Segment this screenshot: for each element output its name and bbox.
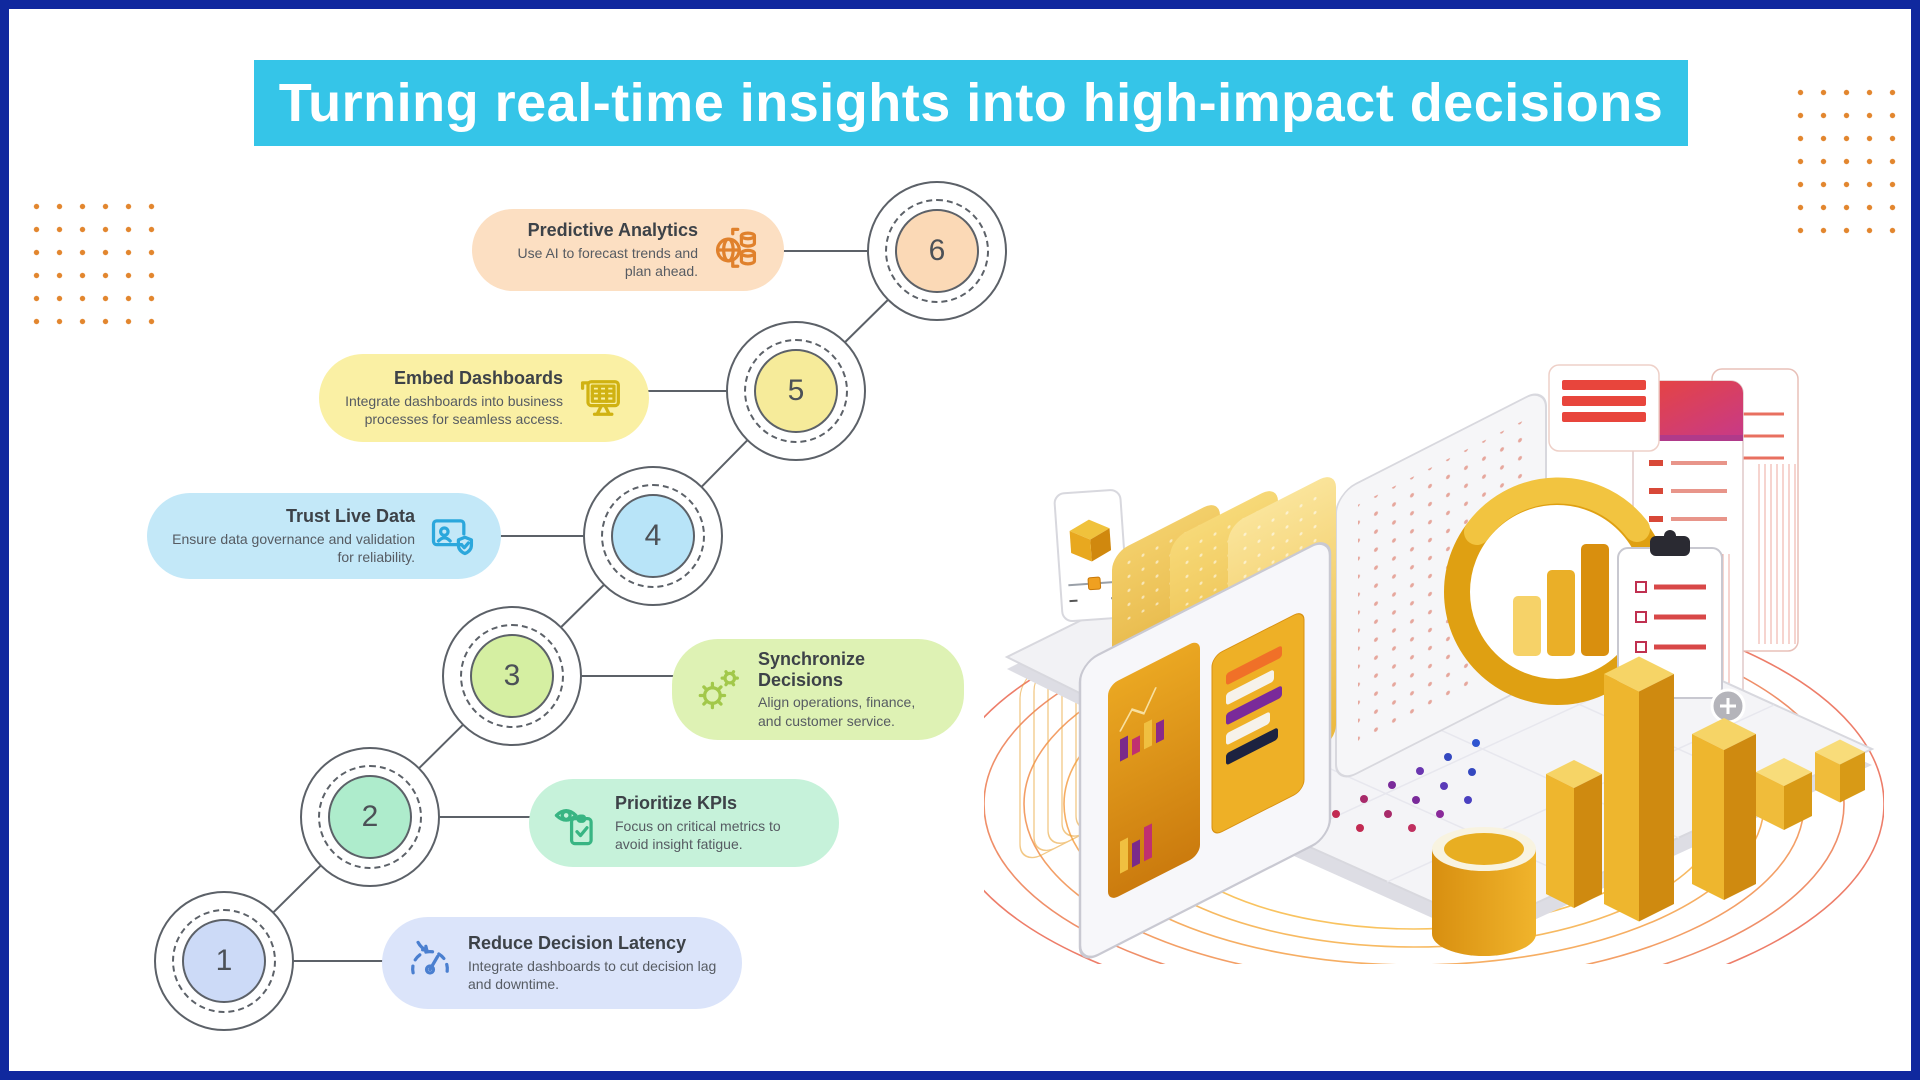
step-3-pill: Synchronize Decisions Align operations, … — [672, 639, 964, 740]
eye-clipboard-icon — [551, 797, 603, 849]
step-4-circle: 4 — [583, 466, 723, 606]
step-5-number: 5 — [787, 374, 805, 407]
step-connectors — [272, 250, 889, 962]
step-1-pill: Reduce Decision Latency Integrate dashbo… — [382, 917, 742, 1009]
step-1-number: 1 — [215, 944, 233, 977]
step-1-description: Integrate dashboards to cut decision lag… — [468, 957, 717, 992]
step-2-badge: 2 — [328, 775, 412, 859]
step-2-circle: 2 — [300, 747, 440, 887]
speedometer-icon — [404, 937, 456, 989]
step-2-title: Prioritize KPIs — [615, 792, 738, 813]
step-5-pill: Embed Dashboards Integrate dashboards in… — [319, 354, 649, 442]
step-6-description: Use AI to forecast trends and plan ahead… — [517, 244, 698, 279]
step-4-badge: 4 — [611, 494, 695, 578]
step-5-badge: 5 — [754, 349, 838, 433]
title-banner: Turning real-time insights into high-imp… — [254, 60, 1688, 146]
step-6-title: Predictive Analytics — [527, 219, 698, 240]
step-3-circle: 3 — [442, 606, 582, 746]
step-3-number: 3 — [503, 659, 521, 692]
step-5-circle: 5 — [726, 321, 866, 461]
step-1-circle: 1 — [154, 891, 294, 1031]
dot-grid-left — [25, 195, 161, 331]
dot-grid-top-right — [1789, 81, 1911, 237]
step-4-description: Ensure data governance and validation fo… — [172, 530, 415, 565]
step-6-pill: Predictive Analytics Use AI to forecast … — [472, 209, 784, 291]
step-5-title: Embed Dashboards — [393, 367, 563, 388]
step-3-badge: 3 — [470, 634, 554, 718]
dashed-ring: 1 — [172, 909, 276, 1013]
step-4-pill: Trust Live Data Ensure data governance a… — [147, 493, 501, 579]
step-4-number: 4 — [644, 519, 662, 552]
dashed-ring: 4 — [601, 484, 705, 588]
step-1-title: Reduce Decision Latency — [468, 932, 687, 953]
step-3-title: Synchronize Decisions — [758, 649, 866, 690]
monitor-table-icon — [575, 372, 627, 424]
globe-database-icon — [710, 224, 762, 276]
gold-cylinder — [1432, 827, 1536, 956]
power-bi-isometric-illustration — [984, 364, 1884, 964]
dashed-ring: 2 — [318, 765, 422, 869]
step-4-title: Trust Live Data — [285, 505, 415, 526]
step-3-description: Align operations, finance, and customer … — [758, 694, 916, 729]
chart-cards-panel — [1078, 542, 1332, 959]
gears-icon — [694, 663, 746, 715]
step-2-description: Focus on critical metrics to avoid insig… — [615, 817, 781, 852]
step-6-circle: 6 — [867, 181, 1007, 321]
step-6-badge: 6 — [895, 209, 979, 293]
scatter-dots — [1332, 739, 1480, 832]
step-2-pill: Prioritize KPIs Focus on critical metric… — [529, 779, 839, 867]
dashed-ring: 6 — [885, 199, 989, 303]
gold-bar-chart — [1546, 656, 1865, 922]
dashed-ring: 5 — [744, 339, 848, 443]
power-bi-logo — [1513, 544, 1609, 656]
id-shield-icon — [427, 510, 479, 562]
page-title: Turning real-time insights into high-imp… — [278, 73, 1664, 133]
step-5-description: Integrate dashboards into business proce… — [345, 392, 563, 427]
dashed-ring: 3 — [460, 624, 564, 728]
step-2-number: 2 — [361, 800, 379, 833]
step-6-number: 6 — [928, 234, 946, 267]
step-1-badge: 1 — [182, 919, 266, 1003]
